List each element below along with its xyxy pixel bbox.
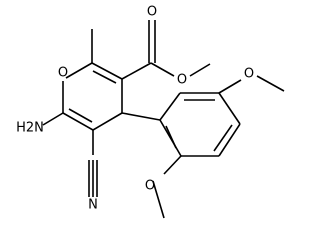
bond-c5-c6-inner bbox=[68, 108, 93, 123]
bond-o-methyl-2 bbox=[152, 180, 165, 219]
bond-layer bbox=[42, 20, 285, 219]
molecule-structure: O O O H2N N O O bbox=[16, 5, 285, 219]
bond-ar4-ar5 bbox=[218, 123, 241, 157]
bond-ar6-o bbox=[163, 155, 182, 175]
ring-oxygen-label: O bbox=[58, 66, 68, 81]
bond-c2-c3 bbox=[91, 62, 123, 80]
methoxy-oxygen-2-label: O bbox=[145, 179, 155, 194]
bond-c6-nh2 bbox=[42, 112, 64, 126]
bond-ar6-ar1-inner bbox=[165, 125, 177, 149]
bond-c5-c6 bbox=[62, 112, 94, 131]
bond-ar4-ar5-inner bbox=[213, 124, 233, 152]
atom-label-layer: O O O H2N N O O bbox=[16, 5, 254, 213]
nitrile-nitrogen-label: N bbox=[88, 198, 98, 213]
ester-ether-oxygen-label: O bbox=[177, 73, 187, 88]
bond-ester-o-methyl bbox=[189, 63, 211, 77]
bond-c2-c3-inner bbox=[92, 70, 117, 84]
bond-c3-ester-c bbox=[121, 62, 152, 80]
amino-group-label: H2N bbox=[16, 121, 44, 136]
bond-ar3-o bbox=[218, 79, 242, 94]
bond-ar6-ar1 bbox=[159, 119, 182, 157]
bond-ar3-ar4 bbox=[218, 92, 241, 125]
bond-c4-aryl bbox=[121, 112, 161, 121]
ester-carbonyl-oxygen-label: O bbox=[147, 5, 157, 20]
methoxy-oxygen-5-label: O bbox=[244, 67, 254, 82]
bond-ar1-ar2 bbox=[159, 92, 181, 121]
bond-ester-c-o bbox=[150, 62, 175, 77]
bond-o-methyl-5 bbox=[256, 75, 285, 92]
bond-c4-c5 bbox=[92, 112, 123, 131]
bond-o-c2 bbox=[65, 62, 93, 79]
